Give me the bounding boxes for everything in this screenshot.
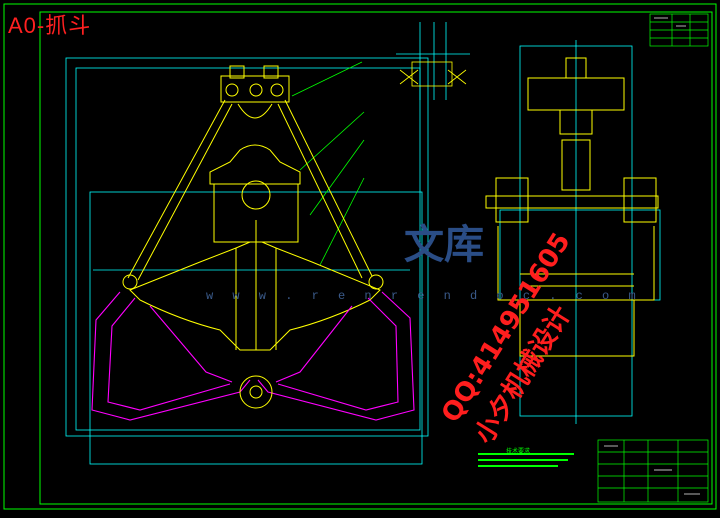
grab-head <box>220 65 290 119</box>
lower-hinge <box>239 375 273 409</box>
detail-view <box>396 22 470 100</box>
tech-requirements-heading: 技术要求 <box>506 448 531 455</box>
crossbeam <box>209 144 301 243</box>
tech-requirement-lines <box>478 453 574 467</box>
leader-lines <box>291 61 365 266</box>
drawing-title: A0-抓斗 <box>8 13 92 38</box>
bucket-shell <box>129 220 381 351</box>
title-block <box>597 439 709 503</box>
watermark-brand: 文库 <box>404 222 484 268</box>
inner-frame <box>39 11 713 505</box>
watermark-site: w w w . r e n r e n d o c . c o m <box>206 289 642 303</box>
side-view <box>499 40 661 424</box>
main-view-outlines <box>65 57 429 465</box>
outer-frame <box>3 3 717 510</box>
top-right-table <box>649 13 709 47</box>
side-view-parts <box>485 57 659 357</box>
grab-arms <box>122 99 384 290</box>
grab-jaws <box>91 291 415 421</box>
